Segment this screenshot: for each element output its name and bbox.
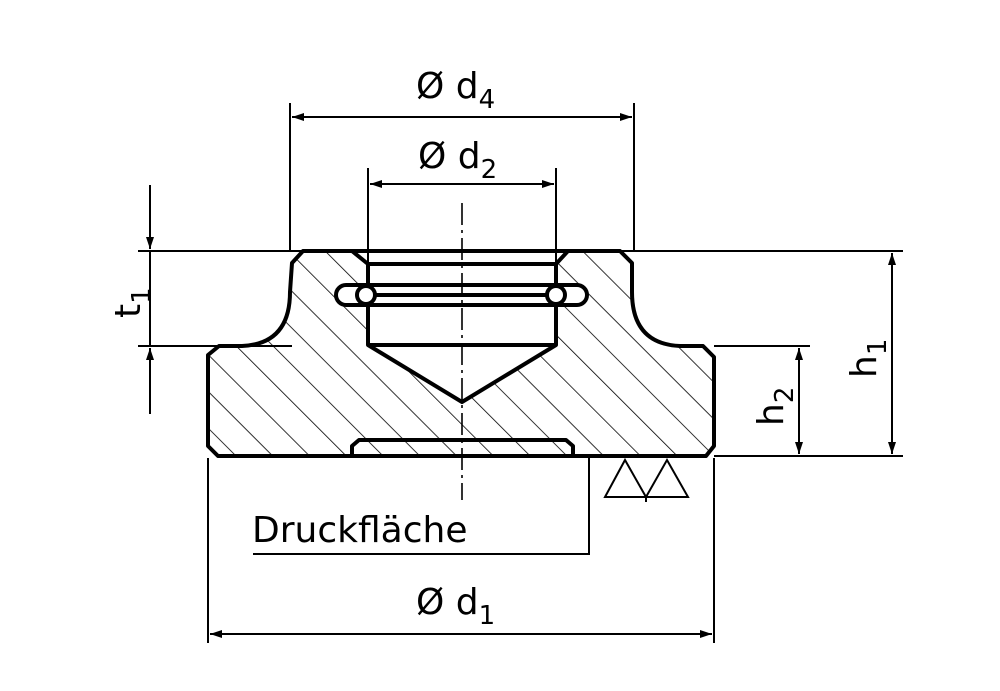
- surface-finish-symbol: [603, 457, 690, 502]
- label-h2: h2: [751, 387, 800, 426]
- label-t1: t1: [108, 287, 157, 318]
- ring-ball-right: [545, 284, 567, 306]
- ring-ball-left: [355, 284, 377, 306]
- label-pressure-surface: Druckfläche: [252, 510, 467, 551]
- section-hatch: [208, 251, 714, 456]
- label-d2: Ø d2: [418, 136, 497, 185]
- pressure-surface-leader: [253, 456, 590, 555]
- label-d1: Ø d1: [416, 582, 495, 631]
- body-outline: [206, 249, 716, 458]
- label-d4: Ø d4: [416, 66, 495, 115]
- label-h1: h1: [844, 339, 893, 378]
- extension-lines: [138, 103, 903, 643]
